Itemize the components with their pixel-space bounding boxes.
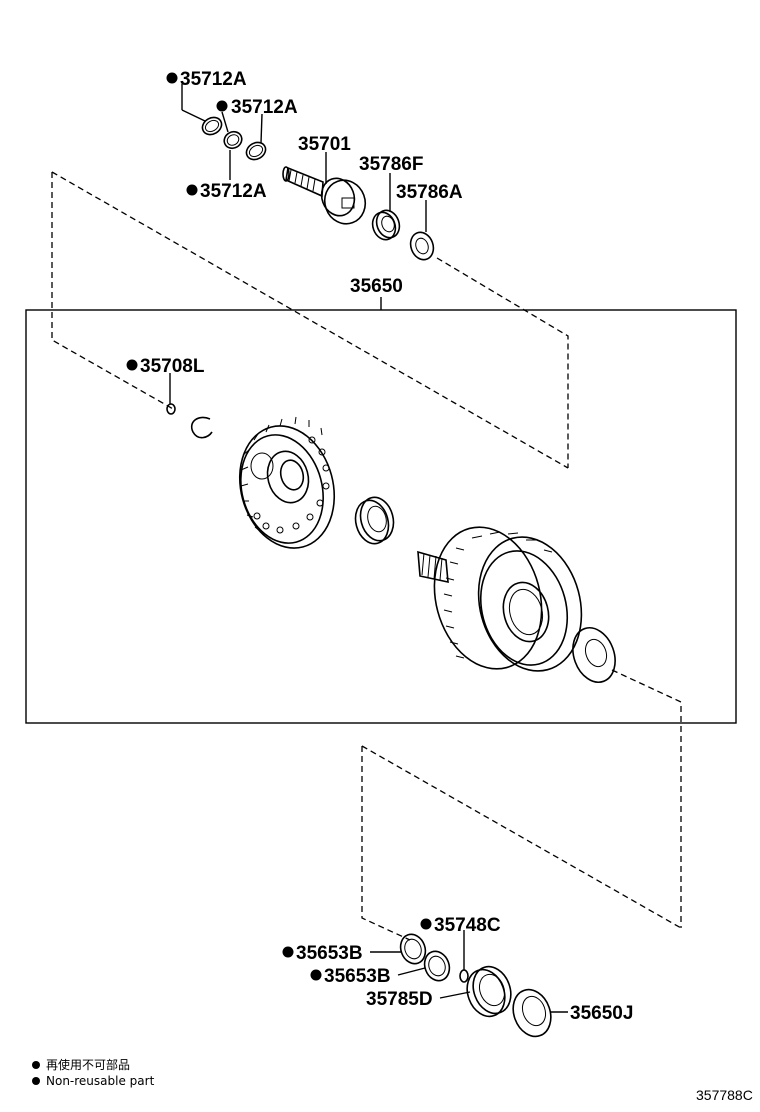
label-35748c: 35748C: [434, 915, 501, 936]
part-35708l-ring: [166, 403, 176, 415]
label-35712a-1: 35712A: [180, 69, 247, 90]
assembly-box-35650: [25, 309, 737, 724]
part-35748c-ring: [459, 969, 469, 983]
label-35786a: 35786A: [396, 182, 463, 203]
part-planetary-carrier: [238, 416, 336, 549]
part-clutch-drum: [417, 526, 583, 672]
label-35653b-1: 35653B: [296, 943, 363, 964]
legend-line-jp: 再使用不可部品: [46, 1057, 130, 1072]
label-35650j: 35650J: [570, 1003, 633, 1024]
label-35650: 35650: [350, 276, 403, 297]
label-35785d: 35785D: [366, 989, 433, 1010]
leader-lines: [169, 84, 568, 1013]
part-35712a-ring-1: [201, 116, 223, 136]
label-35701: 35701: [298, 134, 351, 155]
non-reusable-dots: [126, 72, 432, 981]
label-35708l: 35708L: [140, 356, 205, 377]
legend-dot-1: [32, 1061, 40, 1069]
drawing-code: 357788C: [696, 1087, 753, 1103]
label-35786f: 35786F: [359, 154, 423, 175]
part-35786f-bearing: [371, 209, 401, 241]
part-35712a-ring-2: [223, 130, 243, 150]
part-35653b-ring-2: [423, 950, 451, 982]
part-thrust-washer: [572, 627, 616, 683]
label-35653b-2: 35653B: [324, 966, 391, 987]
label-35712a-2: 35712A: [231, 97, 298, 118]
part-35712a-ring-3: [245, 141, 267, 161]
part-35653b-ring-1: [399, 933, 427, 965]
legend-line-en: Non-reusable part: [46, 1074, 155, 1088]
explode-guides-lower: [361, 669, 682, 941]
part-35785d-bearing: [466, 965, 512, 1018]
label-35712a-3: 35712A: [200, 181, 267, 202]
part-35650j-washer: [512, 988, 552, 1038]
legend: 再使用不可部品 Non-reusable part: [32, 1057, 155, 1088]
part-35701-shaft: [282, 166, 367, 225]
legend-dot-2: [32, 1077, 40, 1085]
snap-ring: [191, 416, 213, 439]
part-35786a-washer: [409, 231, 435, 261]
part-bushing: [354, 496, 395, 545]
explode-guides-upper: [51, 171, 569, 469]
